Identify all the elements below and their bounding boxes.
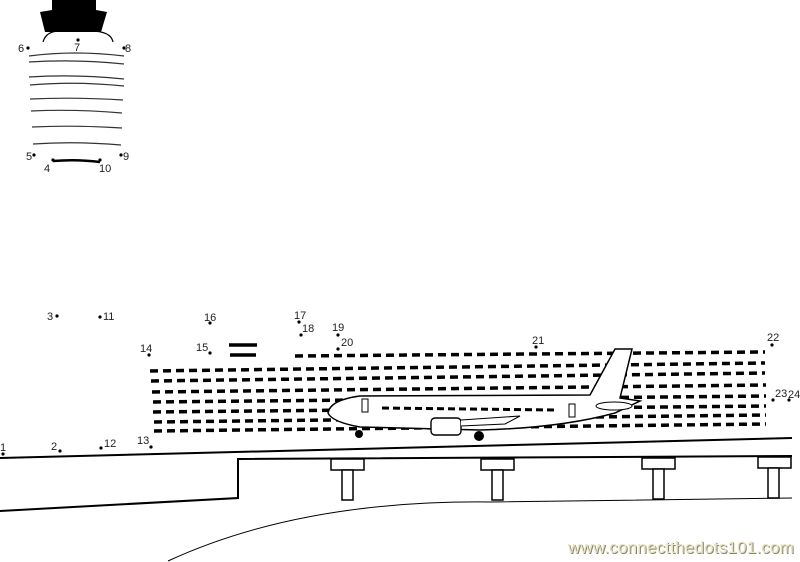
dot-label-17: 17	[294, 310, 306, 322]
dot-label-16: 16	[204, 312, 216, 324]
dot-label-9: 9	[123, 151, 129, 163]
dot-label-2: 2	[51, 441, 57, 453]
dot-label-6: 6	[18, 43, 24, 55]
dot-label-15: 15	[196, 342, 208, 354]
dot-label-13: 13	[137, 435, 149, 447]
dot-8	[122, 46, 126, 50]
dot-19	[336, 333, 340, 337]
dot-1	[1, 452, 5, 456]
control-tower	[28, 0, 125, 164]
dot-label-21: 21	[532, 335, 544, 347]
dot-label-14: 14	[140, 343, 152, 355]
dot-label-24: 24	[788, 389, 800, 401]
dot-6	[26, 46, 30, 50]
dot-16	[208, 321, 212, 325]
dot-label-11: 11	[103, 311, 114, 323]
dot-label-18: 18	[302, 323, 314, 335]
dot-label-7: 7	[74, 42, 80, 54]
airplane	[327, 348, 643, 441]
dot-label-12: 12	[104, 438, 116, 450]
dot-label-3: 3	[47, 311, 53, 323]
dot-label-8: 8	[125, 43, 131, 55]
dot-17	[297, 320, 301, 324]
dot-5	[32, 153, 36, 157]
dot-23	[771, 398, 775, 402]
dot-label-23: 23	[775, 388, 787, 400]
dot-24	[787, 398, 791, 402]
dot-7	[76, 38, 80, 42]
dot-14	[147, 353, 151, 357]
dot-label-19: 19	[332, 322, 344, 334]
watermark: www.connectthedots101.com	[567, 538, 794, 557]
runway-bridge	[0, 437, 793, 562]
dot-22	[770, 343, 774, 347]
dot-3	[55, 314, 59, 318]
dot-9	[119, 153, 123, 157]
dot-label-1: 1	[0, 442, 6, 454]
dot-label-4: 4	[44, 163, 50, 175]
dot-12	[99, 446, 103, 450]
dot-21	[534, 345, 538, 349]
dot-10	[98, 158, 102, 162]
dot-11	[98, 315, 102, 319]
dot-2	[58, 449, 62, 453]
dot-15	[208, 351, 212, 355]
dot-13	[149, 445, 153, 449]
dot-label-22: 22	[767, 332, 779, 344]
dot-label-10: 10	[99, 163, 111, 175]
dot-18	[299, 333, 303, 337]
dot-20	[336, 347, 340, 351]
dot-label-20: 20	[341, 337, 353, 349]
dot-label-5: 5	[26, 151, 32, 163]
dot-4	[51, 158, 55, 162]
